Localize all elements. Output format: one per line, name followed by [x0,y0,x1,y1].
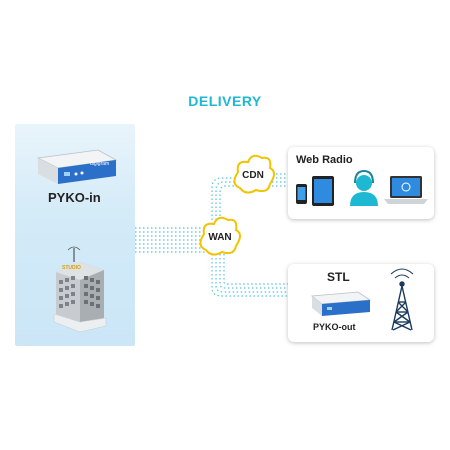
cdn-label: CDN [242,170,264,181]
diagram-title: DELIVERY [188,93,262,109]
smartphone-icon [296,184,307,204]
web-radio-title: Web Radio [296,154,353,166]
tablet-icon [312,176,334,206]
listener-headset-icon [350,169,378,206]
wan-cloud-icon [199,216,241,256]
cdn-to-webradio-dots [268,173,288,187]
pyko-in-brand-label: digigram [90,161,110,167]
pyko-out-device-icon [310,291,372,316]
cdn-cloud-icon [233,154,275,194]
stl-title: STL [327,270,350,284]
wan-label: WAN [208,232,232,243]
pyko-out-label: PYKO-out [313,322,356,332]
laptop-icon [384,176,428,204]
transmission-tower-icon [390,268,414,331]
wan-to-cdn-dots [211,177,236,228]
wan-to-stl-dots [211,254,288,297]
pyko-in-label: PYKO-in [48,190,101,205]
studio-sign-label: STUDIO [62,265,81,271]
